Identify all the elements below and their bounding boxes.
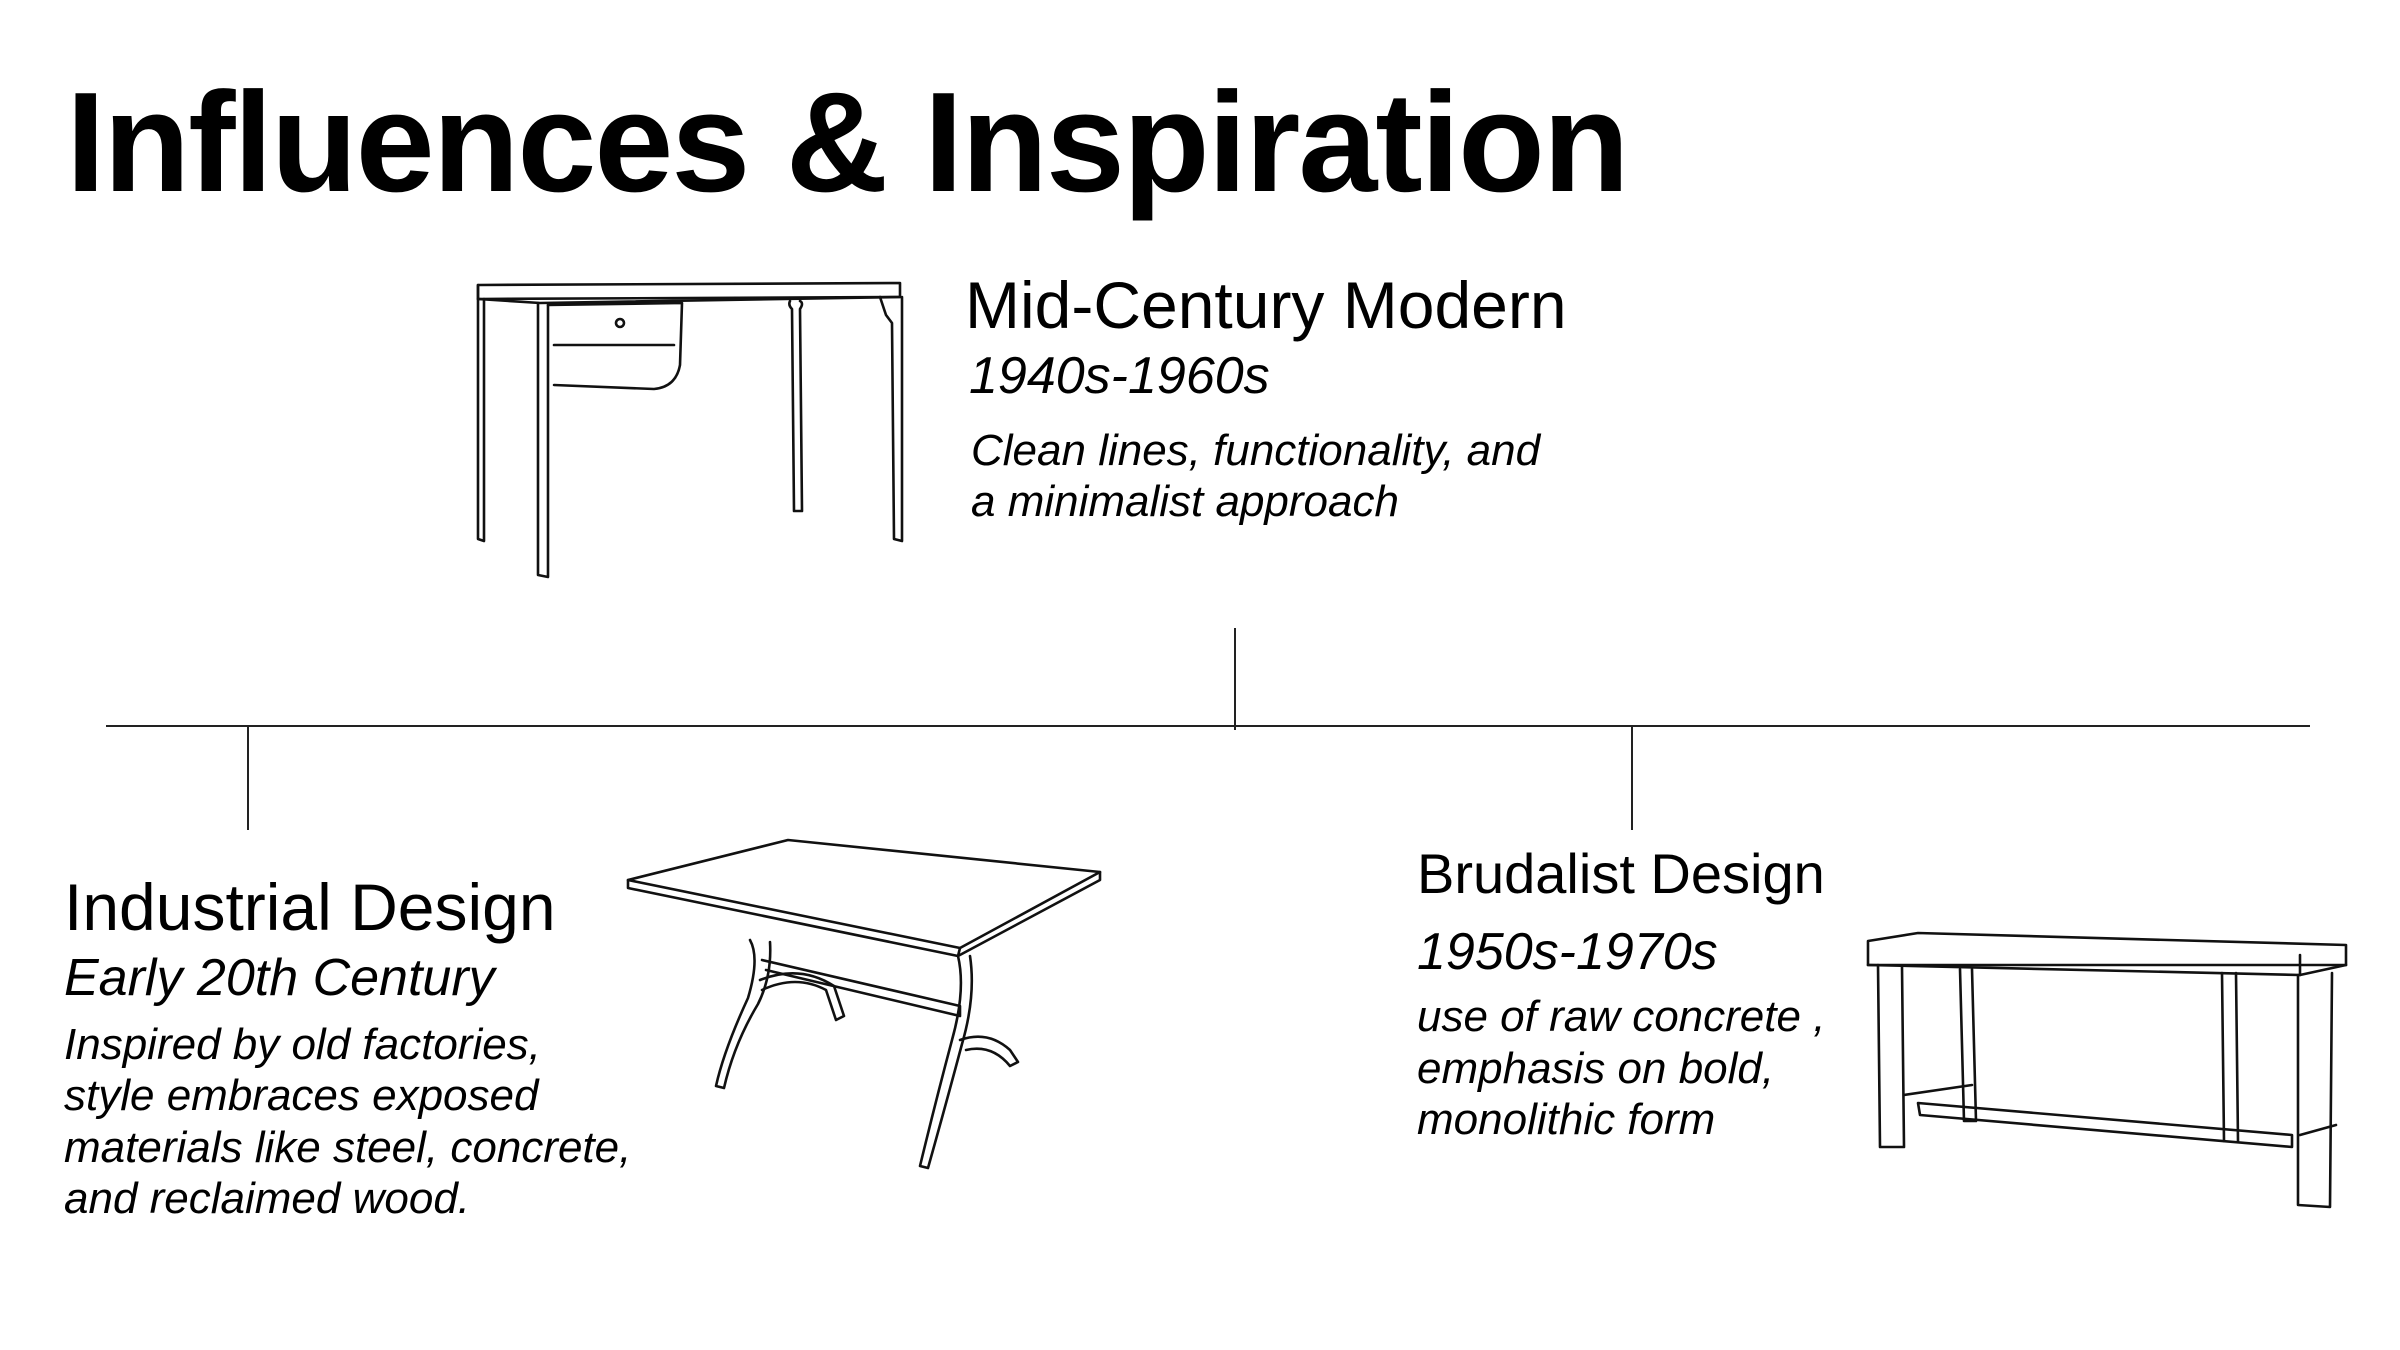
trestle-table-sketch-icon: [626, 838, 1102, 1170]
entry-brutalist-design: Brudalist Design 1950s-1970s use of raw …: [1417, 842, 1825, 1146]
entry-description-line: materials like steel, concrete,: [64, 1122, 632, 1172]
entry-description: use of raw concrete , emphasis on bold, …: [1417, 991, 1825, 1145]
entry-name: Industrial Design: [64, 870, 556, 944]
entry-description-line: a minimalist approach: [971, 477, 1399, 527]
entry-description-line: emphasis on bold,: [1417, 1043, 1775, 1093]
desk-sketch-icon: [476, 281, 904, 579]
entry-era: 1950s-1970s: [1417, 923, 1718, 982]
entry-description-line: use of raw concrete ,: [1417, 992, 1826, 1042]
entry-description: Inspired by old factories, style embrace…: [64, 1019, 631, 1225]
entry-description: Clean lines, functionality, and a minima…: [971, 425, 1567, 528]
entry-era: 1940s-1960s: [969, 346, 1270, 405]
entry-name: Mid-Century Modern: [965, 268, 1567, 342]
entry-description-line: monolithic form: [1417, 1095, 1716, 1145]
entry-description-line: and reclaimed wood.: [64, 1174, 471, 1224]
entry-name: Brudalist Design: [1417, 842, 1825, 905]
entry-era: Early 20th Century: [64, 948, 495, 1007]
entry-mid-century-modern: Mid-Century Modern 1940s-1960s Clean lin…: [965, 268, 1567, 528]
entry-description-line: Clean lines, functionality, and: [971, 425, 1541, 475]
entry-description-line: Inspired by old factories,: [64, 1019, 541, 1069]
block-table-sketch-icon: [1866, 931, 2348, 1209]
page-title: Influences & Inspiration: [66, 63, 1630, 222]
entry-industrial-design: Industrial Design Early 20th Century Ins…: [64, 870, 631, 1225]
entry-description-line: style embraces exposed: [64, 1071, 539, 1121]
